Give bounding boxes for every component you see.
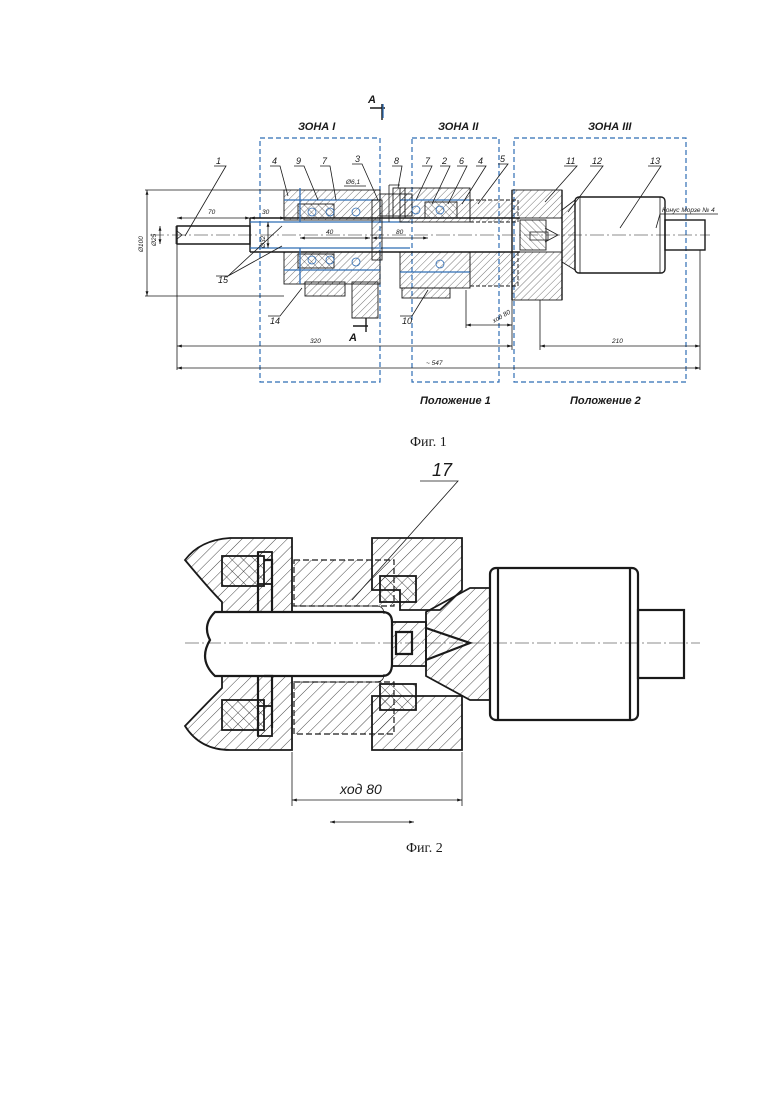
position-1-label: Положение 1 <box>420 395 491 407</box>
fig2-stroke-label: ход 80 <box>339 781 382 797</box>
callout-4b: 4 <box>478 156 483 166</box>
callout-14: 14 <box>270 316 280 326</box>
callout-10: 10 <box>402 316 412 326</box>
section-mark-bottom: A <box>348 332 357 344</box>
callout-2: 2 <box>441 156 447 166</box>
dim-30: 30 <box>262 209 270 216</box>
fig2-spindle <box>490 568 638 720</box>
dim-d32: Ø32 <box>260 235 267 249</box>
dim-547: ~ 547 <box>426 360 443 367</box>
fig2-spindle-shank <box>638 610 684 678</box>
figure-2-caption: Фиг. 2 <box>406 841 443 856</box>
zone-2-label: ЗОНА II <box>438 121 479 133</box>
callout-15: 15 <box>218 275 229 285</box>
dim-40: 40 <box>326 229 334 236</box>
dim-70: 70 <box>208 209 216 216</box>
fig2-workpiece <box>205 612 392 676</box>
dim-d100: Ø100 <box>138 236 145 253</box>
figure-1: ЗОНА I ЗОНА II ЗОНА III A A <box>138 94 718 450</box>
callout-11: 11 <box>566 156 575 166</box>
callout-1: 1 <box>216 156 221 166</box>
zone-1-label: ЗОНА I <box>298 121 336 133</box>
dim-320: 320 <box>310 338 321 345</box>
callout-6: 6 <box>459 156 464 166</box>
dim-80: 80 <box>396 229 404 236</box>
collet-cone <box>562 200 575 270</box>
callout-12: 12 <box>592 156 602 166</box>
dim-d61: Ø6,1 <box>345 179 360 186</box>
callout-7b: 7 <box>425 156 431 166</box>
dim-d25: Ø25 <box>151 233 158 247</box>
callout-17: 17 <box>432 460 453 480</box>
callout-3: 3 <box>355 154 360 164</box>
callout-4a: 4 <box>272 156 277 166</box>
zone-3-label: ЗОНА III <box>588 121 632 133</box>
dim-210: 210 <box>611 338 623 345</box>
section-arrow-bottom <box>353 318 368 332</box>
callout-9: 9 <box>296 156 301 166</box>
morse-taper-label: Конус Морзе № 4 <box>662 207 715 214</box>
housing-zone2-bottom <box>400 252 470 288</box>
callouts: 1 4 9 7 3 8 7 2 6 4 5 11 12 13 <box>185 154 661 326</box>
position-2-label: Положение 2 <box>570 395 641 407</box>
callout-8: 8 <box>394 156 399 166</box>
section-mark-top: A <box>367 94 376 106</box>
dim-stroke80: ход 80 <box>490 308 512 325</box>
callout-7a: 7 <box>322 156 328 166</box>
callout-13: 13 <box>650 156 660 166</box>
figure-2: 17 ход 80 <box>185 460 700 856</box>
callout-5: 5 <box>500 154 506 164</box>
chuck-body <box>512 190 562 218</box>
figure-1-caption: Фиг. 1 <box>410 435 447 450</box>
housing-extension <box>470 200 518 222</box>
